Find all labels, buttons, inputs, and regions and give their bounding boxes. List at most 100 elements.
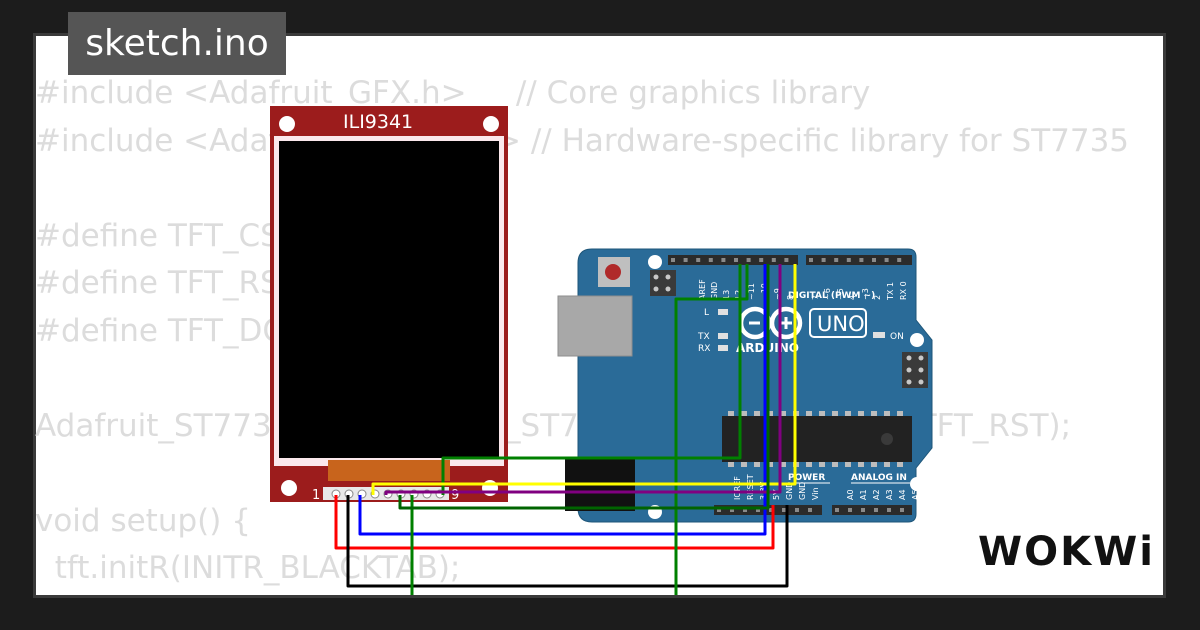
header-pin[interactable] xyxy=(721,258,726,262)
header-pin[interactable] xyxy=(730,508,734,512)
wire-red[interactable] xyxy=(334,495,775,550)
header-pin[interactable] xyxy=(717,508,721,512)
top-pin-label: AREF xyxy=(698,279,707,300)
analog-header xyxy=(832,505,912,515)
code-line: #define TFT_DC xyxy=(35,312,284,349)
header-pin[interactable] xyxy=(884,258,889,262)
wire-dark-green[interactable] xyxy=(398,264,770,510)
ili9341-display-module[interactable]: ILI9341 1 9 xyxy=(270,106,508,503)
analog-pin-label: A1 xyxy=(859,489,868,500)
file-tab[interactable]: sketch.ino xyxy=(68,12,286,75)
top-pin-label: ~6 xyxy=(823,288,832,300)
top-pin-label: 13 xyxy=(722,290,731,300)
chip-pin xyxy=(871,462,877,467)
header-pin[interactable] xyxy=(900,508,904,512)
uno-badge xyxy=(809,308,867,338)
header-pin[interactable] xyxy=(821,258,826,262)
power-pin-label: GND xyxy=(785,482,794,500)
chip-pin xyxy=(858,411,864,416)
chip-pin xyxy=(897,462,903,467)
atmega-chip xyxy=(722,411,912,467)
header-pin[interactable] xyxy=(683,258,688,262)
header-pin[interactable] xyxy=(746,258,751,262)
header-pin[interactable] xyxy=(859,258,864,262)
rx-led xyxy=(718,345,728,351)
chip-pin xyxy=(741,411,747,416)
header-pin[interactable] xyxy=(734,258,738,262)
chip-pin xyxy=(728,462,734,467)
wire-yellow[interactable] xyxy=(371,264,797,495)
header-pin[interactable] xyxy=(872,258,876,262)
chip-pin xyxy=(897,411,903,416)
l-led xyxy=(718,309,728,315)
wire-blue[interactable] xyxy=(358,264,767,536)
digital-header-left xyxy=(668,255,798,265)
power-pin-label: GND xyxy=(798,482,807,500)
display-flex-cable xyxy=(328,460,450,481)
top-pin-label: 4 xyxy=(848,295,857,300)
l-label: L xyxy=(704,308,709,318)
tx-label: TX xyxy=(697,332,710,342)
chip-pin xyxy=(767,462,773,467)
chip-pin xyxy=(754,462,760,467)
header-pin[interactable] xyxy=(808,508,812,512)
mount-hole xyxy=(648,255,662,269)
power-pin-label: IOREF xyxy=(733,476,742,500)
top-pin-label: ~5 xyxy=(836,288,845,300)
header-pin[interactable] xyxy=(848,508,852,512)
reset-button[interactable] xyxy=(605,264,621,280)
header-pin[interactable] xyxy=(756,508,760,512)
tx-led xyxy=(718,333,728,339)
wire-purple[interactable] xyxy=(384,264,782,495)
top-pin-label: TX 1 xyxy=(886,282,895,301)
header-pin[interactable] xyxy=(887,508,891,512)
display-mount-hole xyxy=(281,480,297,496)
bottom-headers xyxy=(714,505,912,515)
chip-pin xyxy=(819,411,825,416)
header-pin[interactable] xyxy=(782,508,786,512)
chip-pin xyxy=(767,411,773,416)
header-pin[interactable] xyxy=(771,258,776,262)
header-pin[interactable] xyxy=(795,508,799,512)
chip-pin xyxy=(806,462,812,467)
icsp-header xyxy=(650,270,676,296)
code-line: void setup() { xyxy=(35,502,251,539)
display-title: ILI9341 xyxy=(343,111,413,133)
header-pin[interactable] xyxy=(696,258,701,262)
display-mount-hole xyxy=(483,116,499,132)
uno-model-text: UNO xyxy=(817,312,865,336)
top-pin-label: 7 xyxy=(811,295,820,300)
header-pin[interactable] xyxy=(759,258,764,262)
analog-pin-label: A5 xyxy=(911,489,920,500)
wire-green-b[interactable] xyxy=(674,264,749,630)
code-line: #include <Adafruit_GFX.h> // Core graphi… xyxy=(35,75,871,111)
top-pin-label: ~3 xyxy=(861,288,870,300)
header-pin[interactable] xyxy=(784,258,789,262)
wire-green-c[interactable] xyxy=(441,264,742,495)
header-pin[interactable] xyxy=(671,258,675,262)
chip-pin xyxy=(858,462,864,467)
header-pin[interactable] xyxy=(809,258,813,262)
power-label: POWER xyxy=(788,473,825,483)
chip-pin xyxy=(832,462,838,467)
header-pin[interactable] xyxy=(835,508,839,512)
top-pin-label: GND xyxy=(710,282,719,300)
header-pin[interactable] xyxy=(897,258,902,262)
chip-pin xyxy=(754,411,760,416)
usb-connector xyxy=(557,295,633,357)
header-pin[interactable] xyxy=(769,508,773,512)
header-pin[interactable] xyxy=(861,508,865,512)
header-pin[interactable] xyxy=(874,508,878,512)
header-pin[interactable] xyxy=(743,508,747,512)
wire-black[interactable] xyxy=(346,495,789,588)
chip-pin xyxy=(845,462,851,467)
top-pin-label: ~11 xyxy=(747,283,756,300)
header-pin[interactable] xyxy=(834,258,839,262)
chip-pin xyxy=(780,411,786,416)
header-pin[interactable] xyxy=(708,258,713,262)
display-mount-hole xyxy=(279,116,295,132)
header-pin[interactable] xyxy=(846,258,851,262)
